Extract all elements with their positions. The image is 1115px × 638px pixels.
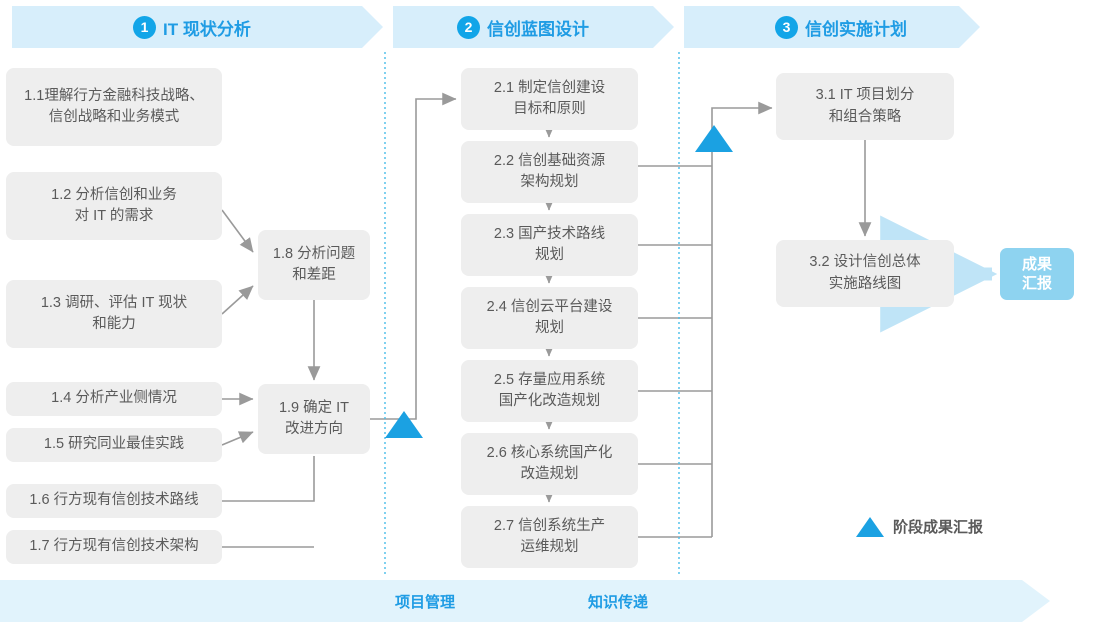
phase-number-badge: 1 bbox=[133, 15, 156, 39]
phase-band-1 bbox=[12, 6, 388, 48]
phase-title: 信创实施计划 bbox=[805, 19, 907, 39]
process-node[interactable]: 2.4 信创云平台建设 规划 bbox=[461, 287, 638, 349]
phase-title: IT 现状分析 bbox=[163, 19, 251, 39]
process-node[interactable]: 1.5 研究同业最佳实践 bbox=[6, 428, 222, 462]
process-node[interactable]: 1.1理解行方金融科技战略、 信创战略和业务模式 bbox=[6, 68, 222, 146]
process-node[interactable]: 2.2 信创基础资源 架构规划 bbox=[461, 141, 638, 203]
process-node[interactable]: 3.2 设计信创总体 实施路线图 bbox=[776, 240, 954, 307]
milestone-triangle-icon bbox=[695, 125, 733, 152]
legend-milestone: 阶段成果汇报 bbox=[856, 516, 983, 537]
bottom-band bbox=[0, 580, 1050, 622]
process-node[interactable]: 2.6 核心系统国产化 改造规划 bbox=[461, 433, 638, 495]
chevron-notch-icon bbox=[653, 6, 679, 48]
phase-band-2 bbox=[393, 6, 679, 48]
legend-label: 阶段成果汇报 bbox=[893, 519, 984, 536]
process-node[interactable]: 2.5 存量应用系统 国产化改造规划 bbox=[461, 360, 638, 422]
result-report-badge[interactable]: 成果 汇报 bbox=[1000, 248, 1074, 300]
chevron-notch-icon bbox=[959, 6, 985, 48]
process-node[interactable]: 1.7 行方现有信创技术架构 bbox=[6, 530, 222, 564]
bottom-label-knowledge-transfer[interactable]: 知识传递 bbox=[588, 593, 649, 611]
phase-header-2[interactable]: 2 信创蓝图设计 bbox=[457, 6, 589, 48]
process-node[interactable]: 2.1 制定信创建设 目标和原则 bbox=[461, 68, 638, 130]
bottom-label-project-management[interactable]: 项目管理 bbox=[395, 593, 456, 611]
process-node[interactable]: 1.9 确定 IT 改进方向 bbox=[258, 384, 370, 454]
chevron-notch-icon bbox=[362, 6, 388, 48]
process-node[interactable]: 1.6 行方现有信创技术路线 bbox=[6, 484, 222, 518]
phase-header-3[interactable]: 3 信创实施计划 bbox=[775, 6, 907, 48]
process-node[interactable]: 2.7 信创系统生产 运维规划 bbox=[461, 506, 638, 568]
phase-header-1[interactable]: 1 IT 现状分析 bbox=[133, 6, 251, 48]
phase-title: 信创蓝图设计 bbox=[487, 19, 589, 39]
process-node[interactable]: 1.2 分析信创和业务 对 IT 的需求 bbox=[6, 172, 222, 240]
process-node[interactable]: 1.3 调研、评估 IT 现状 和能力 bbox=[6, 280, 222, 348]
process-node[interactable]: 1.8 分析问题 和差距 bbox=[258, 230, 370, 300]
milestone-triangle-icon bbox=[385, 411, 423, 438]
phase-number-badge: 3 bbox=[775, 15, 798, 39]
phase-number-badge: 2 bbox=[457, 15, 480, 39]
milestone-triangle-icon bbox=[856, 516, 884, 537]
process-node[interactable]: 3.1 IT 项目划分 和组合策略 bbox=[776, 73, 954, 140]
phase-band-3 bbox=[684, 6, 985, 48]
process-node[interactable]: 1.4 分析产业侧情况 bbox=[6, 382, 222, 416]
process-node[interactable]: 2.3 国产技术路线 规划 bbox=[461, 214, 638, 276]
